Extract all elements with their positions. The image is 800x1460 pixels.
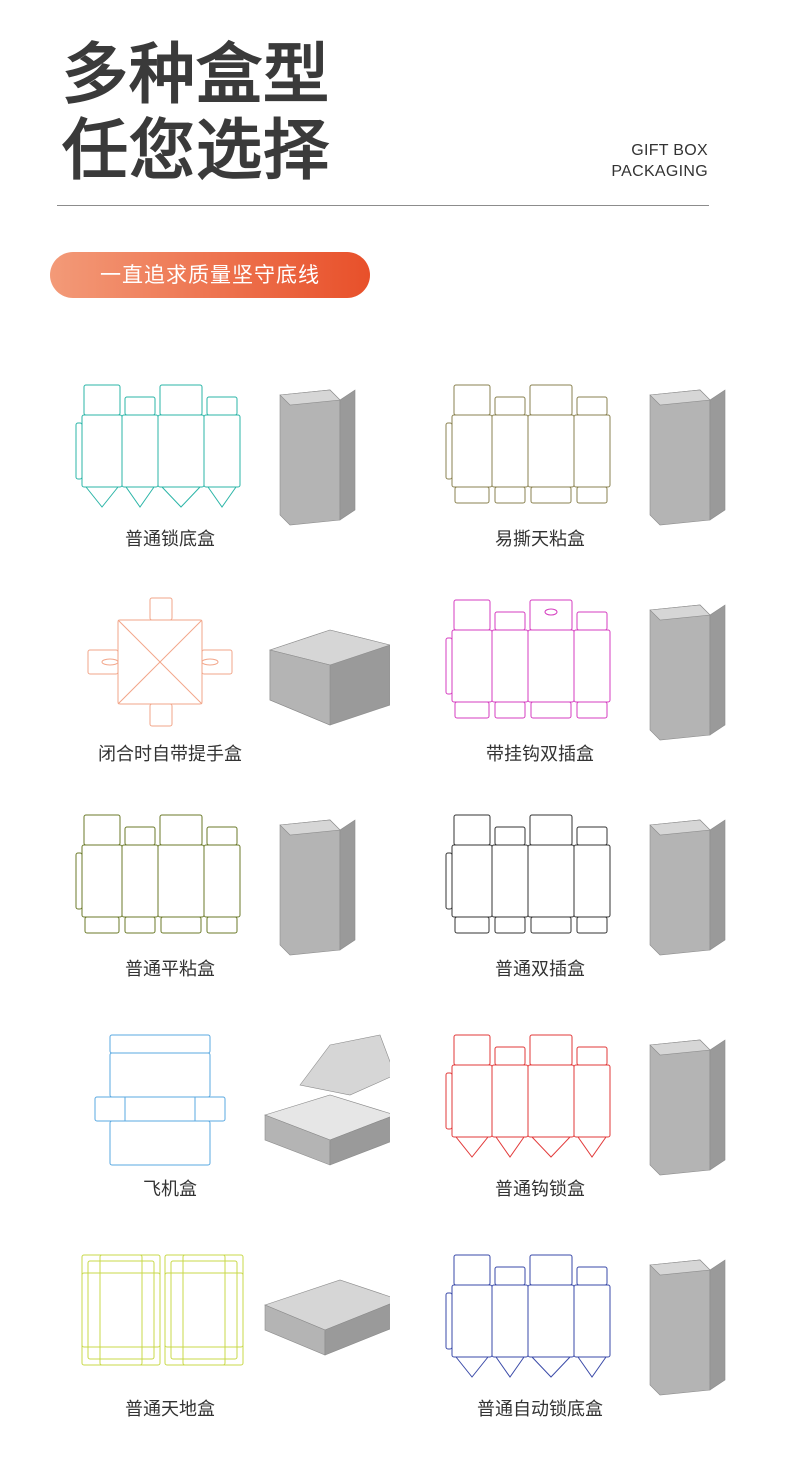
double-tuck-box-dieline-icon bbox=[445, 814, 611, 934]
box-type-card: 普通天地盒 bbox=[70, 1240, 430, 1460]
header-divider bbox=[57, 205, 709, 206]
lock-bottom-box-3d-icon bbox=[279, 389, 356, 526]
box-illustration bbox=[445, 814, 726, 956]
handle-box-dieline-icon bbox=[87, 597, 233, 727]
box-type-label: 普通平粘盒 bbox=[125, 959, 215, 980]
mailer-box-3d-icon bbox=[264, 1034, 390, 1166]
box-type-card: 闭合时自带提手盒 bbox=[70, 585, 430, 805]
box-illustration bbox=[75, 384, 356, 526]
box-type-label: 带挂钩双插盒 bbox=[486, 744, 594, 765]
lid-base-box-3d-icon bbox=[264, 1279, 390, 1356]
box-type-label: 普通钩锁盒 bbox=[495, 1179, 585, 1200]
box-illustration bbox=[81, 1254, 390, 1366]
auto-lock-bottom-box-3d-icon bbox=[649, 1259, 726, 1396]
box-illustration bbox=[445, 1254, 726, 1396]
tear-strip-box-dieline-icon bbox=[445, 384, 611, 504]
box-type-label: 普通自动锁底盒 bbox=[477, 1399, 603, 1420]
double-tuck-box-3d-icon bbox=[649, 819, 726, 956]
box-type-label: 飞机盒 bbox=[143, 1179, 197, 1200]
box-type-card: 飞机盒 bbox=[70, 1020, 430, 1240]
brand-line-1: GIFT BOX bbox=[631, 142, 708, 159]
box-illustration bbox=[445, 1034, 726, 1176]
box-type-label: 易撕天粘盒 bbox=[495, 529, 585, 550]
box-type-card: 易撕天粘盒 bbox=[440, 370, 800, 590]
flat-glue-box-3d-icon bbox=[279, 819, 356, 956]
hanger-tuck-box-3d-icon bbox=[649, 604, 726, 741]
box-type-card: 带挂钩双插盒 bbox=[440, 585, 800, 805]
box-type-card: 普通自动锁底盒 bbox=[440, 1240, 800, 1460]
box-type-label: 闭合时自带提手盒 bbox=[98, 744, 242, 765]
page-title-line-2: 任您选择 bbox=[62, 112, 330, 189]
quality-banner: 一直追求质量坚守底线 bbox=[50, 252, 370, 298]
mailer-box-dieline-icon bbox=[94, 1034, 226, 1166]
box-type-label: 普通双插盒 bbox=[495, 959, 585, 980]
box-illustration bbox=[445, 599, 726, 741]
flat-glue-box-dieline-icon bbox=[75, 814, 241, 934]
box-illustration bbox=[94, 1034, 390, 1166]
tear-strip-box-3d-icon bbox=[649, 389, 726, 526]
hanger-tuck-box-dieline-icon bbox=[445, 599, 611, 719]
hook-lock-box-dieline-icon bbox=[445, 1034, 611, 1158]
brand-tagline: GIFT BOX PACKAGING bbox=[611, 140, 708, 182]
box-illustration bbox=[75, 814, 356, 956]
auto-lock-bottom-box-dieline-icon bbox=[445, 1254, 611, 1378]
box-illustration bbox=[445, 384, 726, 526]
box-type-card: 普通平粘盒 bbox=[70, 800, 430, 1020]
page-title-line-1: 多种盒型 bbox=[62, 36, 330, 113]
box-type-label: 普通锁底盒 bbox=[125, 529, 215, 550]
lock-bottom-box-dieline-icon bbox=[75, 384, 241, 508]
box-type-label: 普通天地盒 bbox=[125, 1399, 215, 1420]
hook-lock-box-3d-icon bbox=[649, 1039, 726, 1176]
box-type-card: 普通钩锁盒 bbox=[440, 1020, 800, 1240]
box-illustration bbox=[87, 597, 390, 727]
box-type-card: 普通双插盒 bbox=[440, 800, 800, 1020]
lid-base-box-dieline-icon bbox=[81, 1254, 244, 1366]
box-type-card: 普通锁底盒 bbox=[70, 370, 430, 590]
handle-box-3d-icon bbox=[268, 629, 390, 726]
brand-line-2: PACKAGING bbox=[611, 163, 708, 180]
